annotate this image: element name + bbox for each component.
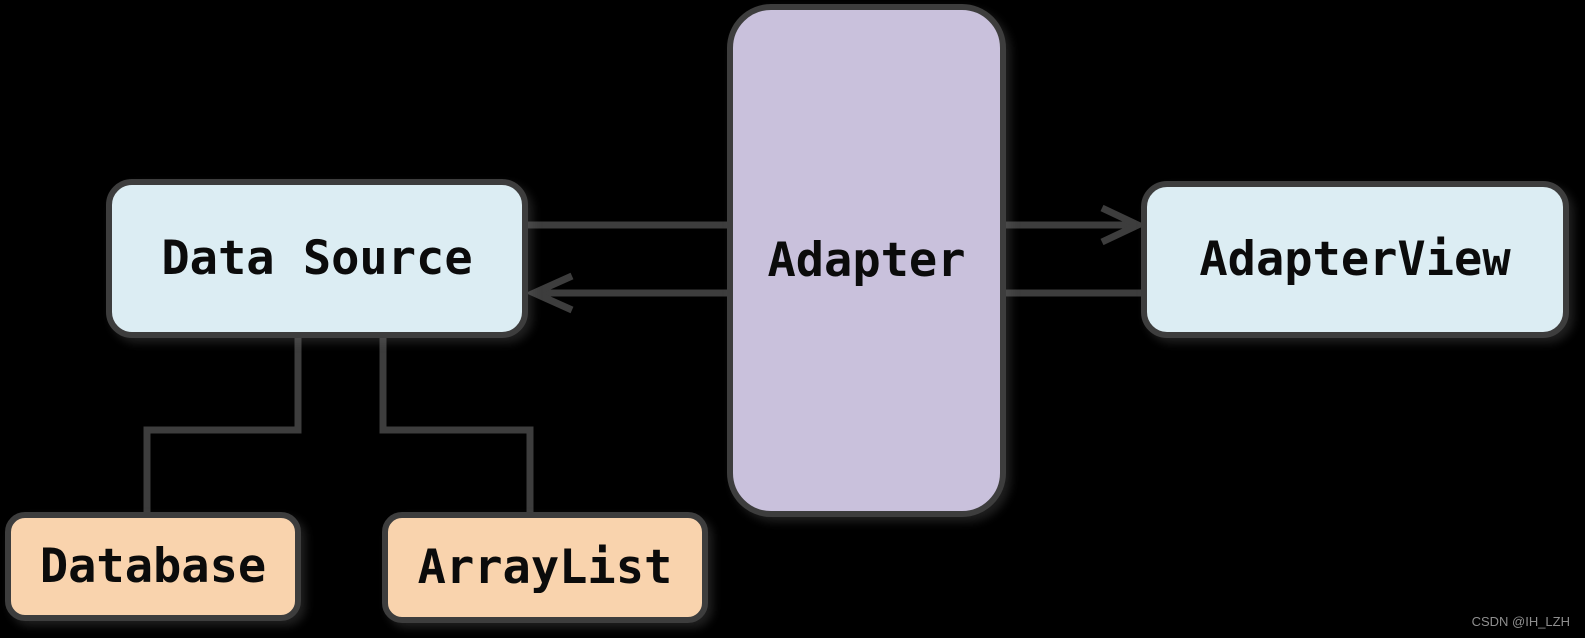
node-adapter: Adapter: [727, 4, 1006, 517]
node-database-label: Database: [39, 539, 267, 594]
node-database: Database: [5, 512, 301, 621]
node-adapter-label: Adapter: [767, 233, 966, 288]
arrowhead-into-datasource-icon: [525, 272, 574, 314]
edge-datasource-to-database: [143, 334, 302, 514]
node-array-list-label: ArrayList: [417, 540, 673, 595]
node-adapter-view: AdapterView: [1141, 181, 1569, 338]
edge-datasource-to-arraylist: [379, 334, 534, 514]
arrowhead-into-adapterview-icon: [1100, 204, 1147, 246]
node-data-source-label: Data Source: [161, 231, 473, 286]
node-array-list: ArrayList: [382, 512, 708, 623]
node-data-source: Data Source: [106, 179, 528, 338]
node-adapter-view-label: AdapterView: [1199, 232, 1511, 287]
csdn-watermark: CSDN @IH_LZH: [1471, 614, 1570, 629]
